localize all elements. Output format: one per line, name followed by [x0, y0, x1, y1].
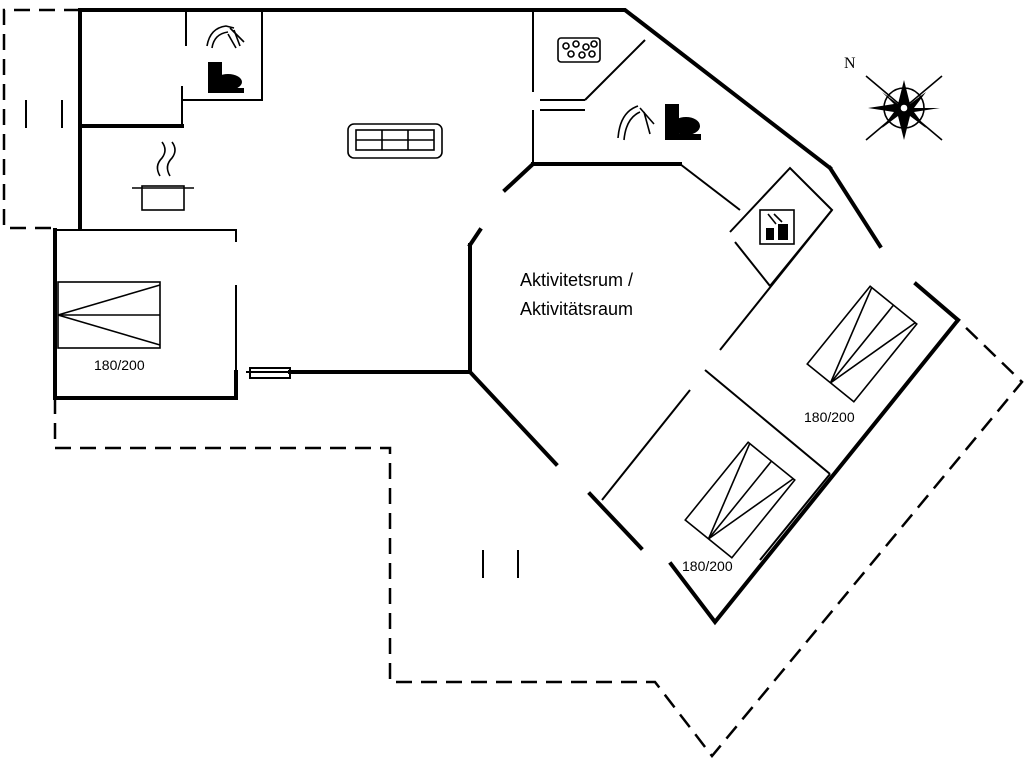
room-label-line2: Aktivitätsraum: [520, 299, 633, 319]
bed-icon: [57, 281, 161, 349]
exterior-walls: [53, 8, 961, 626]
terrace-west: [2, 8, 80, 230]
bathtub-icon: [557, 37, 601, 63]
bed-size-label: 180/200: [804, 409, 855, 425]
cooking-pot-icon: [132, 141, 194, 211]
bed-size-label: 180/200: [682, 558, 733, 574]
bed-icon: [806, 285, 918, 403]
shower-icon: [206, 25, 245, 49]
terrace-south: [53, 321, 1024, 759]
sofa-icon: [347, 123, 443, 159]
north-label: N: [844, 55, 856, 72]
room-label-line1: Aktivitetsrum /: [520, 270, 633, 290]
toilet-icon: [665, 104, 701, 140]
compass-icon: N: [844, 55, 943, 141]
bed-icon: [684, 441, 796, 559]
interior-walls: [55, 10, 834, 561]
shower-icon: [617, 105, 655, 141]
sauna-icon: [759, 209, 795, 245]
toilet-icon: [208, 62, 244, 93]
bed-size-label: 180/200: [94, 357, 145, 373]
